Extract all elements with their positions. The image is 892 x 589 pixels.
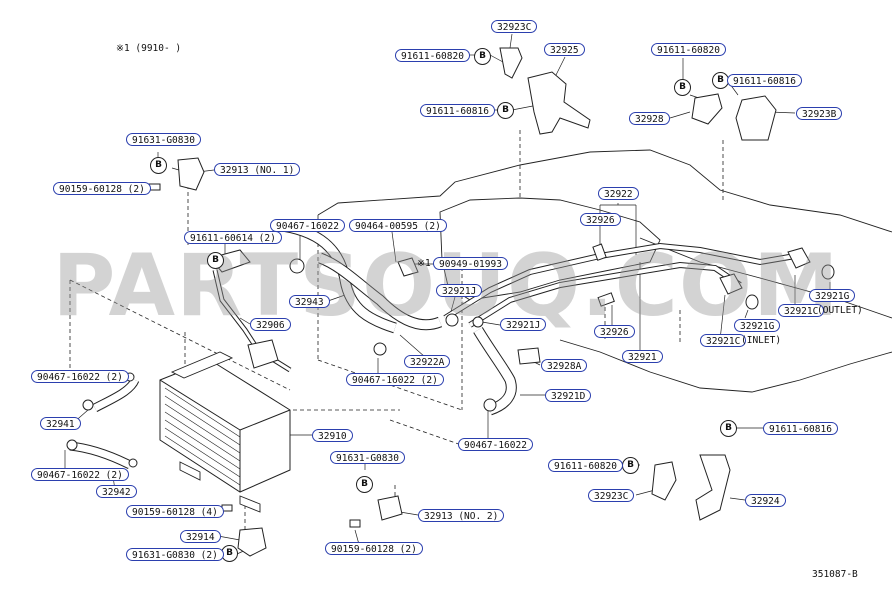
part-label-90159-60128[interactable]: 90159-60128 (4) xyxy=(126,505,224,518)
part-label-91611-60820[interactable]: 91611-60820 xyxy=(548,459,623,472)
part-label-32921[interactable]: 32921 xyxy=(622,350,663,363)
part-label-32921g[interactable]: 32921G xyxy=(734,319,781,332)
bracket-32925 xyxy=(527,71,591,135)
bracket-32924 xyxy=(695,454,731,521)
part-label-90467-16022[interactable]: 90467-16022 (2) xyxy=(31,468,129,481)
fastener-marker-b: B xyxy=(674,79,691,96)
part-label-32941[interactable]: 32941 xyxy=(40,417,81,430)
date-range-note: ※1 (9910- ) xyxy=(116,43,182,54)
part-label-32922a[interactable]: 32922A xyxy=(404,355,451,368)
fastener-marker-b: B xyxy=(207,252,224,269)
part-label-32923b[interactable]: 32923B xyxy=(796,107,843,120)
engine-outline xyxy=(317,149,892,233)
bracket-32913-no1 xyxy=(177,157,205,191)
part-label-32926[interactable]: 32926 xyxy=(580,213,621,226)
part-label-90159-60128[interactable]: 90159-60128 (2) xyxy=(53,182,151,195)
part-label-90464-00595[interactable]: 90464-00595 (2) xyxy=(349,219,447,232)
part-label-32925[interactable]: 32925 xyxy=(544,43,585,56)
ref-mark-1: ※1 xyxy=(417,258,431,269)
part-label-90467-16022[interactable]: 90467-16022 xyxy=(458,438,533,451)
fastener-marker-b: B xyxy=(622,457,639,474)
bracket-32923c-br xyxy=(651,461,677,501)
part-label-91611-60816[interactable]: 91611-60816 xyxy=(420,104,495,117)
part-label-91631-g0830[interactable]: 91631-G0830 xyxy=(126,133,201,146)
bracket-32928 xyxy=(691,93,723,125)
inlet-note: (INLET) xyxy=(741,335,782,346)
bracket-32923b xyxy=(735,95,777,141)
part-label-32923c[interactable]: 32923C xyxy=(588,489,635,502)
part-label-32914[interactable]: 32914 xyxy=(180,530,221,543)
part-label-32921d[interactable]: 32921D xyxy=(545,389,592,402)
oil-cooler xyxy=(159,351,291,513)
bracket-32914 xyxy=(237,527,267,557)
part-label-90159-60128[interactable]: 90159-60128 (2) xyxy=(325,542,423,555)
fastener-marker-b: B xyxy=(497,102,514,119)
part-label-32942[interactable]: 32942 xyxy=(96,485,137,498)
part-label-91611-60820[interactable]: 91611-60820 xyxy=(651,43,726,56)
part-label-32923c[interactable]: 32923C xyxy=(491,20,538,33)
part-label-90949-01993[interactable]: 90949-01993 xyxy=(433,257,508,270)
part-label-32913-no1[interactable]: 32913 (NO. 1) xyxy=(214,163,301,176)
part-label-91611-60820[interactable]: 91611-60820 xyxy=(395,49,470,62)
part-label-32922[interactable]: 32922 xyxy=(598,187,639,200)
part-label-91611-60816[interactable]: 91611-60816 xyxy=(763,422,838,435)
part-label-32921j[interactable]: 32921J xyxy=(500,318,547,331)
outlet-note: (OUTLET) xyxy=(817,305,863,316)
part-label-32928[interactable]: 32928 xyxy=(629,112,670,125)
part-label-90467-16022[interactable]: 90467-16022 (2) xyxy=(31,370,129,383)
fastener-marker-b: B xyxy=(720,420,737,437)
part-label-32924[interactable]: 32924 xyxy=(745,494,786,507)
part-label-32921g[interactable]: 32921G xyxy=(809,289,856,302)
part-label-32921c-outlet[interactable]: 32921C xyxy=(778,304,825,317)
part-label-32943[interactable]: 32943 xyxy=(289,295,330,308)
part-label-32921c-inlet[interactable]: 32921C xyxy=(700,334,747,347)
part-label-32913-no2[interactable]: 32913 (NO. 2) xyxy=(418,509,505,522)
part-label-32910[interactable]: 32910 xyxy=(312,429,353,442)
frame-lower xyxy=(559,339,892,393)
part-label-90467-16022[interactable]: 90467-16022 xyxy=(270,219,345,232)
bracket-32923c-top xyxy=(499,47,523,79)
part-label-91631-g0830[interactable]: 91631-G0830 xyxy=(330,451,405,464)
part-label-32921j[interactable]: 32921J xyxy=(436,284,483,297)
part-label-32906[interactable]: 32906 xyxy=(250,318,291,331)
part-label-91611-60816[interactable]: 91611-60816 xyxy=(727,74,802,87)
part-label-91631-g0830[interactable]: 91631-G0830 (2) xyxy=(126,548,224,561)
fastener-marker-b: B xyxy=(150,157,167,174)
part-label-32928a[interactable]: 32928A xyxy=(541,359,588,372)
diagram-code: 351087-B xyxy=(812,569,858,580)
fastener-marker-b: B xyxy=(356,476,373,493)
fastener-marker-b: B xyxy=(474,48,491,65)
frame-outline xyxy=(639,237,892,319)
part-label-32926[interactable]: 32926 xyxy=(594,325,635,338)
part-label-91611-60614[interactable]: 91611-60614 (2) xyxy=(184,231,282,244)
part-label-90467-16022[interactable]: 90467-16022 (2) xyxy=(346,373,444,386)
